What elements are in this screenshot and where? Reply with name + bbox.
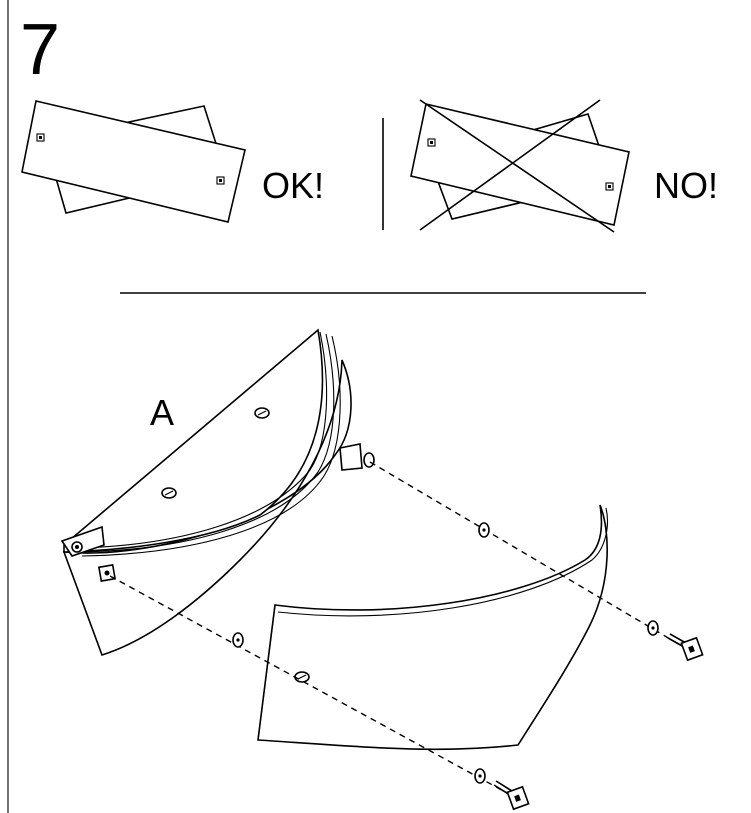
cover-hole-1	[161, 487, 177, 499]
square-nut-left	[97, 563, 117, 583]
screw-lower	[493, 780, 530, 811]
assembly-guide-upper	[369, 461, 693, 653]
washer-upper-mid	[478, 522, 490, 538]
cross-out-line-1	[419, 99, 615, 233]
ok-example	[21, 100, 246, 223]
no-clip-left	[427, 138, 436, 147]
ok-clip-left	[36, 133, 45, 142]
part-b-body	[257, 504, 608, 751]
no-label: NO!	[654, 165, 718, 206]
ok-clip-right	[216, 176, 225, 185]
washer-lower-end	[474, 768, 486, 784]
no-front-panel	[410, 103, 630, 226]
shade-part-b	[257, 504, 609, 751]
washer-upper-end	[647, 620, 659, 636]
cross-out-line-2	[419, 99, 601, 231]
shade-part-a	[60, 328, 375, 656]
no-clip-right	[605, 182, 614, 191]
part-a-top-cover	[63, 328, 324, 553]
ok-front-panel	[21, 100, 246, 223]
washer-lower-mid	[232, 632, 244, 648]
ok-label: OK!	[262, 165, 324, 206]
assembly-guide-lower	[109, 575, 521, 801]
step-number: 7	[20, 10, 60, 90]
part-label-a: A	[150, 392, 174, 433]
right-bracket-tab	[339, 443, 375, 471]
screw-upper	[667, 633, 704, 662]
left-bracket	[60, 525, 105, 557]
no-example	[410, 99, 630, 233]
cover-hole-2	[254, 407, 270, 419]
